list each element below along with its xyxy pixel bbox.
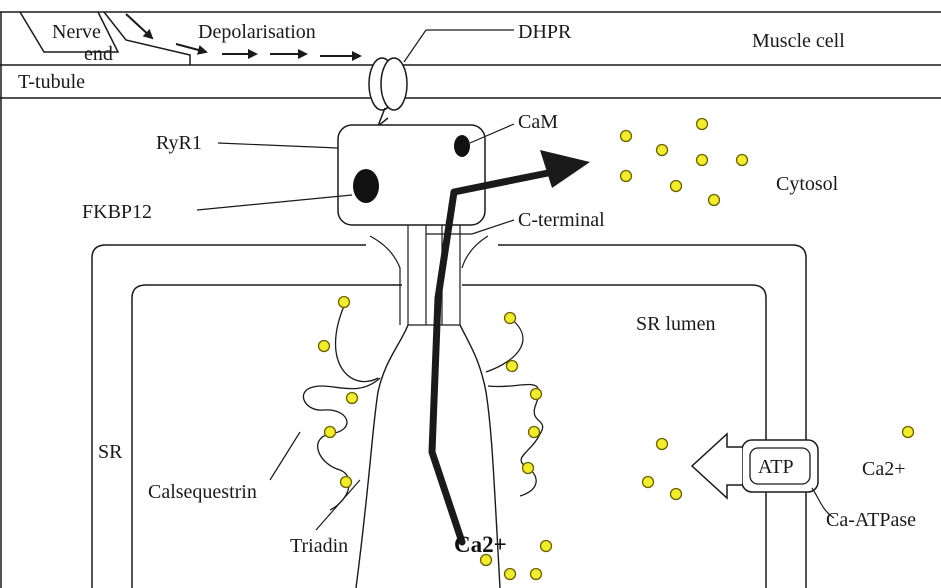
calcium-ion [737, 155, 748, 166]
ca2-release-label: Ca2+ [454, 532, 507, 557]
calcium-ion [671, 489, 682, 500]
calcium-ion [505, 569, 516, 580]
ca2-right-label: Ca2+ [862, 458, 906, 480]
atp-label: ATP [758, 456, 794, 478]
dhpr-label: DHPR [518, 21, 572, 43]
calcium-ion [507, 361, 518, 372]
calcium-ion [709, 195, 720, 206]
calcium-ion [341, 477, 352, 488]
t-tubule-label: T-tubule [18, 71, 85, 93]
sr-lumen-label: SR lumen [636, 313, 715, 335]
calcium-ion [523, 463, 534, 474]
ca-atpase-label: Ca-ATPase [826, 509, 916, 531]
nerve-end-label-line2: end [84, 43, 113, 65]
calcium-ion [529, 427, 540, 438]
nerve-end-label-line1: Nerve [52, 21, 101, 43]
calcium-ion [697, 119, 708, 130]
cytosol-label: Cytosol [776, 173, 839, 195]
calsequestrin-chains [270, 306, 543, 530]
triadin-label: Triadin [290, 535, 348, 557]
ryr1-channel [197, 124, 514, 588]
fkbp12-blob [353, 169, 379, 203]
calcium-ion [531, 569, 542, 580]
calcium-ion [325, 427, 336, 438]
cell-frame [0, 12, 941, 588]
sr-label: SR [98, 441, 123, 463]
calcium-ion [643, 477, 654, 488]
calcium-ion [347, 393, 358, 404]
nerve-signal-arrow [126, 14, 152, 38]
sr-membrane [92, 245, 806, 588]
depolarisation-arrow-1 [176, 44, 206, 52]
cam-blob [454, 135, 470, 157]
calcium-ion [621, 171, 632, 182]
ryr1-label: RyR1 [156, 132, 202, 154]
calcium-ion [339, 297, 350, 308]
labels: Nerve end Depolarisation DHPR Muscle cel… [18, 21, 916, 557]
depolarisation-label: Depolarisation [198, 21, 316, 43]
calcium-ion [671, 181, 682, 192]
dhpr-channel [369, 30, 514, 126]
muscle-cell-label: Muscle cell [752, 30, 845, 52]
calcium-ion [697, 155, 708, 166]
cam-label: CaM [518, 111, 558, 133]
fkbp12-label: FKBP12 [82, 201, 152, 223]
calcium-ion [541, 541, 552, 552]
calcium-ion [621, 131, 632, 142]
calcium-ion [531, 389, 542, 400]
calcium-ion [657, 145, 668, 156]
calsequestrin-label: Calsequestrin [148, 481, 257, 503]
calcium-ion [505, 313, 516, 324]
calcium-ion [657, 439, 668, 450]
calcium-ion [903, 427, 914, 438]
c-terminal-label: C-terminal [518, 209, 605, 231]
calcium-ion [319, 341, 330, 352]
